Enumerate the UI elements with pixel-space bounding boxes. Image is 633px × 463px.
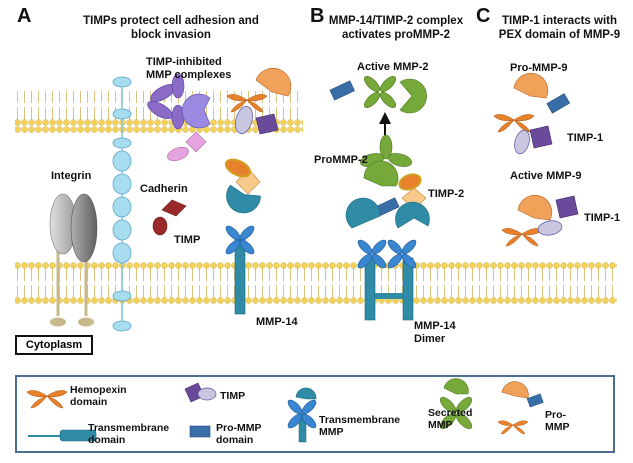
legend-secreted-mmp-icon (437, 378, 475, 432)
panel-b-title: MMP-14/TIMP-2 complex activates proMMP-2 (316, 14, 476, 42)
free-timp-red (152, 199, 187, 236)
panel-a-title-line2: block invasion (131, 29, 211, 41)
legend-hemopexin: Hemopexin domain (70, 384, 127, 408)
legend-transmembrane-domain-icon (28, 429, 97, 442)
active-mmp2-label: Active MMP-2 (357, 61, 429, 73)
legend-transmembrane-mmp-line1: Transmembrane (319, 414, 401, 426)
panel-b-title-line1: MMP-14/TIMP-2 complex (328, 15, 464, 27)
timp-inhibited-line2: MMP complexes (146, 69, 232, 81)
mmp14-dimer-line1: MMP-14 (414, 320, 456, 332)
integrin-receptor (49, 193, 98, 327)
legend-pro-mmp-line1: Pro- (545, 409, 566, 421)
timp-label: TIMP (174, 234, 201, 246)
legend-timp: TIMP (220, 390, 246, 402)
mmp14-dimer (345, 197, 430, 321)
cadherin-label: Cadherin (140, 183, 188, 195)
activation-arrowhead (379, 112, 391, 124)
timp-inhibited-label: TIMP-inhibited MMP complexes (146, 56, 231, 82)
panel-a-title-line1: TIMPs protect cell adhesion and (83, 15, 259, 27)
legend-promm-domain-line1: Pro-MMP (216, 422, 262, 434)
legend-secreted-mmp: Secreted MMP (428, 407, 472, 431)
lower-membrane (15, 262, 617, 304)
legend-promm-domain: Pro-MMP domain (216, 422, 262, 446)
legend-promm-domain-line2: domain (216, 434, 254, 446)
panel-a-letter: A (17, 5, 32, 27)
active-mmp2 (329, 73, 427, 114)
mmp14-dimer-line2: Dimer (414, 333, 446, 345)
legend-pro-mmp-icon (497, 381, 544, 435)
active-mmp9-label: Active MMP-9 (510, 170, 582, 182)
timp-inhibited-complex-orange (226, 67, 292, 135)
legend-timp-icon (184, 382, 217, 403)
legend-transmembrane-domain: Transmembrane domain (88, 422, 169, 446)
active-mmp9-complex (501, 195, 579, 247)
timp1-bottom-label: TIMP-1 (584, 212, 621, 224)
integrin-label: Integrin (51, 170, 92, 182)
panel-a-title: TIMPs protect cell adhesion and block in… (56, 14, 286, 42)
panel-b-letter: B (310, 5, 325, 27)
legend-secreted-line1: Secreted (428, 407, 473, 419)
legend-hemopexin-line2: domain (70, 396, 108, 408)
mmp14-receptor-panel-a (223, 158, 261, 315)
panel-b-title-line2: activates proMMP-2 (341, 29, 450, 41)
legend-promm-domain-icon (189, 425, 211, 438)
legend-pro-mmp-line2: MMP (545, 421, 570, 433)
panel-c-letter: C (476, 5, 491, 27)
legend-transmembrane-domain-line1: Transmembrane (88, 422, 170, 434)
pro-mmp9-complex (493, 73, 571, 155)
prommp2-on-mmp14-dimer (360, 134, 427, 217)
prommp2-label: ProMMP-2 (314, 154, 368, 166)
legend-transmembrane-domain-line2: domain (88, 434, 126, 446)
legend-transmembrane-mmp: Transmembrane MMP (319, 414, 400, 438)
cadherin-chain (112, 76, 132, 332)
mmp14-label: MMP-14 (256, 316, 298, 328)
panel-c-title-line2: PEX domain of MMP-9 (498, 29, 621, 41)
legend-pro-mmp: Pro- MMP (545, 409, 570, 433)
legend-box (15, 375, 615, 453)
pro-mmp9-label: Pro-MMP-9 (510, 62, 568, 74)
timp1-top-label: TIMP-1 (567, 132, 604, 144)
timp-inhibited-complex-purple (147, 73, 211, 162)
legend-transmembrane-mmp-icon (285, 387, 319, 443)
timp-inhibited-line1: TIMP-inhibited (146, 56, 222, 68)
mmp14-dimer-label: MMP-14 Dimer (414, 320, 456, 346)
panel-c-title: TIMP-1 interacts with PEX domain of MMP-… (492, 14, 627, 42)
cytoplasm-label: Cytoplasm (15, 335, 93, 355)
legend-secreted-line2: MMP (428, 419, 453, 431)
legend-transmembrane-mmp-line2: MMP (319, 426, 344, 438)
timp2-label: TIMP-2 (428, 188, 465, 200)
panel-c-title-line1: TIMP-1 interacts with (501, 15, 618, 27)
legend-hemopexin-line1: Hemopexin (70, 384, 127, 396)
